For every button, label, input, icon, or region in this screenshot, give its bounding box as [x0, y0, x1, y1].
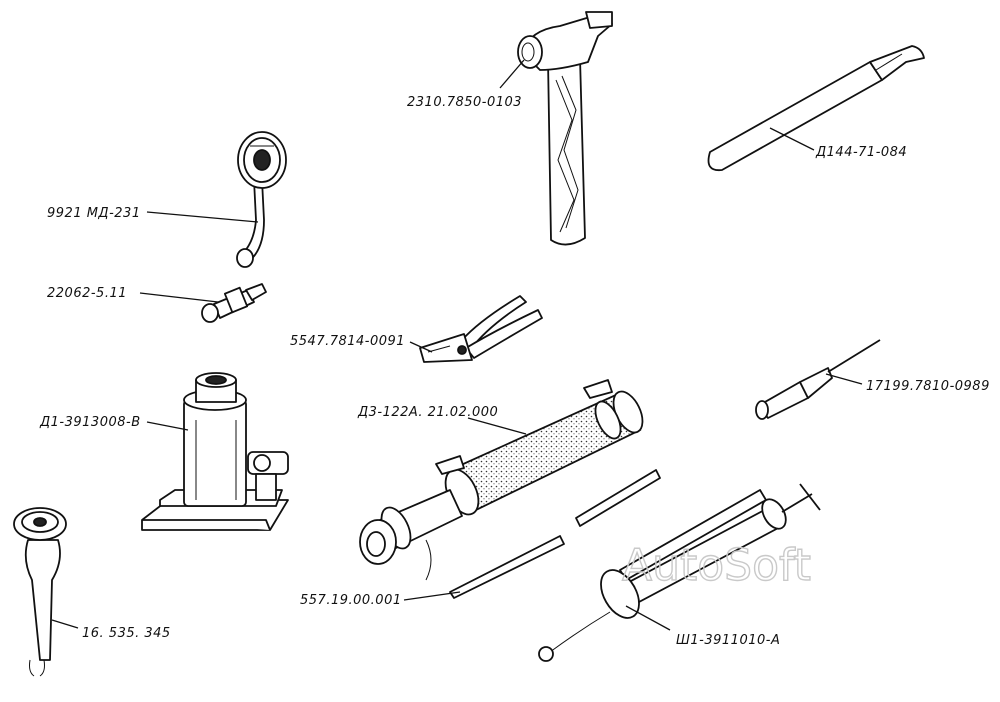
screwdriver-drawing	[755, 339, 881, 420]
pliers-drawing	[419, 295, 543, 363]
valve-tip-drawing	[201, 283, 267, 323]
pry-bar-drawing	[707, 45, 925, 172]
label-jack: Д1-3913008-В	[39, 415, 141, 430]
pump-drawing	[359, 379, 644, 581]
label-socket-wrench: 16. 535. 345	[82, 626, 171, 641]
label-valve-tip: 22062-5.11	[47, 286, 127, 301]
hammer-drawing	[517, 11, 613, 246]
label-hammer: 2310.7850-0103	[407, 95, 522, 110]
label-grease-gun: Ш1-3911010-А	[676, 633, 780, 648]
label-screwdriver: 17199.7810-0989	[866, 379, 990, 394]
pressure-gauge-drawing	[236, 131, 287, 268]
jack-drawing	[141, 372, 289, 531]
grease-gun-drawing	[538, 483, 821, 662]
label-rods: 557.19.00.001	[300, 593, 402, 608]
label-pry-bar: Д144-71-084	[815, 145, 907, 160]
label-pump: Д3-122А. 21.02.000	[357, 405, 498, 420]
watermark: AutoSoft	[622, 540, 811, 591]
rods-drawing	[449, 469, 661, 599]
label-pliers: 5547.7814-0091	[290, 334, 405, 349]
socket-wrench-drawing	[13, 507, 67, 677]
label-pressure-gauge: 9921 МД-231	[47, 206, 141, 221]
